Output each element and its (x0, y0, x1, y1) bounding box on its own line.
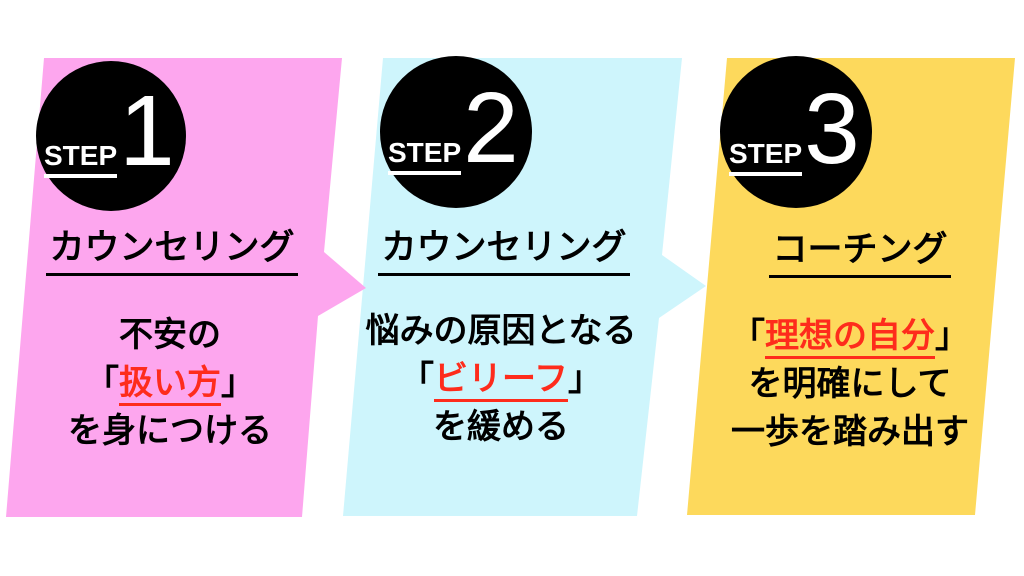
body-text: を緩める (433, 409, 569, 446)
body-text: 」 (935, 318, 969, 355)
step3-badge-circle (720, 56, 872, 208)
body-line: 一歩を踏み出す (698, 409, 1002, 457)
body-line: 悩みの原因となる (349, 308, 653, 356)
step3-badge-label: STEP (729, 138, 803, 176)
emphasis-text: ビリーフ (434, 361, 568, 402)
body-line: 不安の (18, 312, 322, 360)
step1-title-text: カウンセリング (46, 228, 298, 276)
step3-title: コーチング (708, 221, 1012, 278)
step1-badge-label: STEP (44, 140, 118, 178)
step2-badge-label: STEP (388, 137, 462, 175)
step2-body: 悩みの原因となる 「ビリーフ」 を緩める (349, 308, 653, 452)
step3-body: 「理想の自分」 を明確にして 一歩を踏み出す (698, 313, 1002, 457)
step3-badge: STEP 3 (729, 79, 860, 179)
body-text: 不安の (119, 317, 221, 354)
body-text: 「 (400, 361, 435, 398)
step2-title-text: カウンセリング (378, 228, 630, 276)
body-line: 「理想の自分」 (698, 313, 1002, 361)
emphasis-text: 扱い方 (119, 365, 221, 406)
step3-badge-number: 3 (804, 73, 860, 185)
body-line: を緩める (349, 404, 653, 452)
step1-body: 不安の 「扱い方」 を身につける (18, 312, 322, 456)
body-text: を明確にして (748, 366, 952, 403)
body-text: を身につける (68, 413, 272, 450)
step1-title: カウンセリング (20, 219, 324, 276)
body-text: 「 (85, 365, 119, 402)
body-line: を明確にして (698, 361, 1002, 409)
step2-badge-circle (380, 56, 532, 208)
step1-badge-circle (36, 61, 186, 211)
step1-badge: STEP 1 (44, 81, 175, 181)
step2-title: カウンセリング (352, 219, 656, 276)
body-line: 「扱い方」 (18, 360, 322, 408)
body-text: 」 (567, 361, 602, 398)
body-line: を身につける (18, 408, 322, 456)
step2-badge-number: 2 (463, 72, 519, 184)
body-line: 「ビリーフ」 (349, 356, 653, 404)
step2-badge: STEP 2 (388, 78, 519, 178)
emphasis-text: 理想の自分 (765, 318, 935, 359)
step1-badge-number: 1 (119, 75, 175, 187)
body-text: 「 (731, 318, 765, 355)
body-text: 」 (221, 365, 255, 402)
body-text: 一歩を踏み出す (731, 414, 969, 451)
step3-title-text: コーチング (769, 230, 951, 278)
body-text: 悩みの原因となる (365, 313, 637, 350)
